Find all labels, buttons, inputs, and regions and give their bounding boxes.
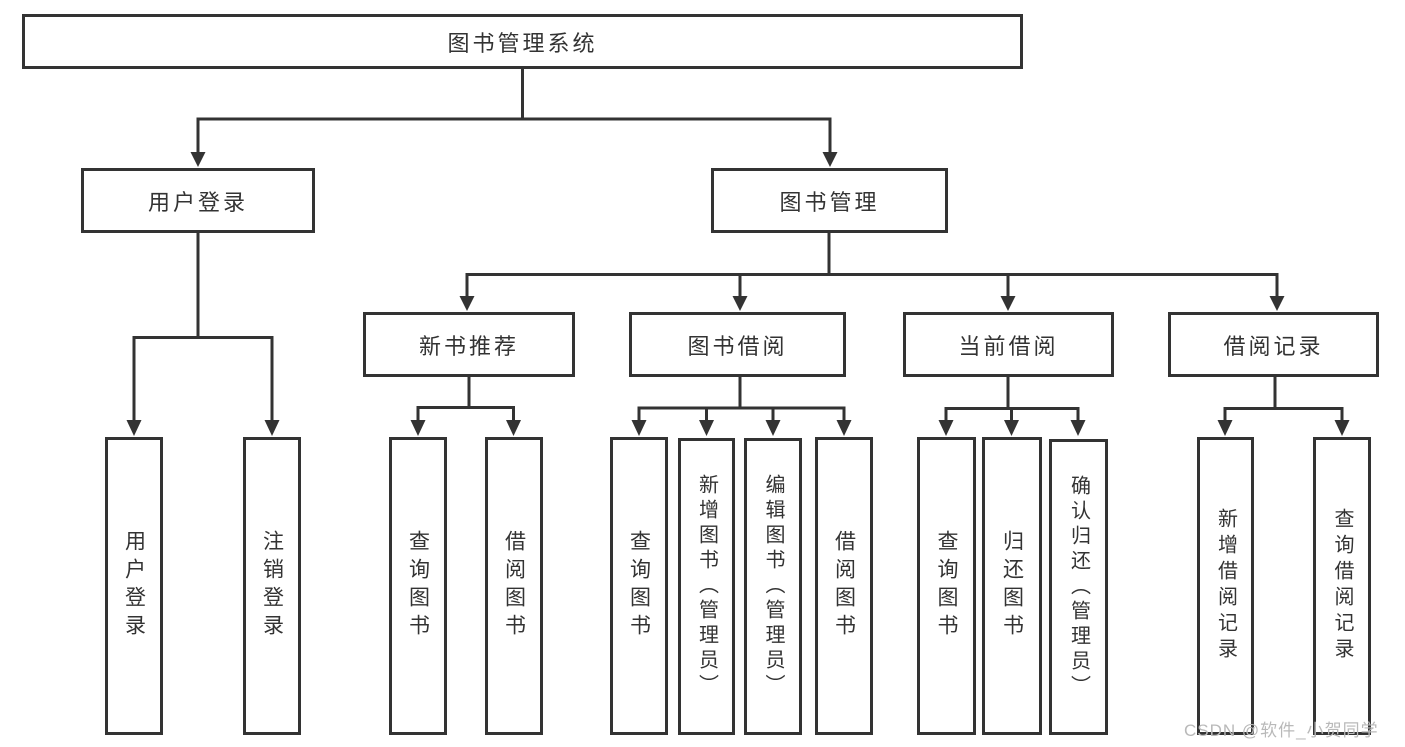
leaf-borrow-add-books-admin-label: 新增图书（管理员） <box>695 474 718 699</box>
connector-root-to-level2 <box>190 68 838 167</box>
connector-current-to-leaves <box>938 376 1086 436</box>
leaf-user-login-label: 用户登录 <box>122 530 146 642</box>
csdn-watermark: CSDN @软件_小贺同学 <box>1184 721 1379 740</box>
connector-records-to-leaves <box>1217 376 1350 436</box>
leaf-current-query-books-label: 查询图书 <box>935 530 958 642</box>
node-new-book-recommend: 新书推荐 <box>363 312 575 377</box>
leaf-records-add-record: 新增借阅记录 <box>1197 437 1254 735</box>
connector-borrow-to-leaves <box>631 376 852 436</box>
node-current-borrow: 当前借阅 <box>903 312 1114 377</box>
node-book-borrow-label: 图书借阅 <box>687 333 788 359</box>
node-book-management: 图书管理 <box>711 168 948 233</box>
leaf-records-query-record: 查询借阅记录 <box>1313 437 1371 735</box>
node-current-borrow-label: 当前借阅 <box>958 333 1059 359</box>
connector-management-to-level3 <box>459 232 1285 311</box>
leaf-recommend-borrow-books: 借阅图书 <box>485 437 543 735</box>
node-borrow-records: 借阅记录 <box>1168 312 1379 377</box>
node-root: 图书管理系统 <box>22 14 1023 69</box>
leaf-recommend-query-books-label: 查询图书 <box>406 530 430 642</box>
node-book-management-label: 图书管理 <box>779 189 880 215</box>
leaf-logout-label: 注销登录 <box>260 530 284 642</box>
leaf-user-login: 用户登录 <box>105 437 163 735</box>
leaf-current-confirm-return-admin: 确认归还（管理员） <box>1049 439 1108 735</box>
leaf-logout: 注销登录 <box>243 437 301 735</box>
node-borrow-records-label: 借阅记录 <box>1223 333 1324 359</box>
leaf-borrow-query-books: 查询图书 <box>610 437 668 735</box>
node-user-login: 用户登录 <box>81 168 315 233</box>
leaf-records-add-record-label: 新增借阅记录 <box>1214 508 1237 664</box>
connector-login-to-leaves <box>126 232 280 436</box>
leaf-borrow-borrow-books-label: 借阅图书 <box>832 530 856 642</box>
leaf-borrow-query-books-label: 查询图书 <box>627 530 651 642</box>
leaf-borrow-edit-books-admin-label: 编辑图书（管理员） <box>762 474 784 699</box>
leaf-current-confirm-return-admin-label: 确认归还（管理员） <box>1067 474 1090 700</box>
leaf-recommend-query-books: 查询图书 <box>389 437 447 735</box>
leaf-current-return-books-label: 归还图书 <box>1000 530 1024 642</box>
node-root-label: 图书管理系统 <box>447 30 598 56</box>
connector-recommend-to-leaves <box>410 376 521 436</box>
leaf-records-query-record-label: 查询借阅记录 <box>1331 508 1353 664</box>
leaf-borrow-borrow-books: 借阅图书 <box>815 437 873 735</box>
leaf-current-return-books: 归还图书 <box>982 437 1042 735</box>
leaf-current-query-books: 查询图书 <box>917 437 976 735</box>
leaf-borrow-edit-books-admin: 编辑图书（管理员） <box>744 438 802 735</box>
leaf-recommend-borrow-books-label: 借阅图书 <box>502 530 526 642</box>
node-new-book-recommend-label: 新书推荐 <box>418 333 519 359</box>
leaf-borrow-add-books-admin: 新增图书（管理员） <box>678 438 735 735</box>
node-user-login-label: 用户登录 <box>147 189 248 215</box>
node-book-borrow: 图书借阅 <box>629 312 846 377</box>
